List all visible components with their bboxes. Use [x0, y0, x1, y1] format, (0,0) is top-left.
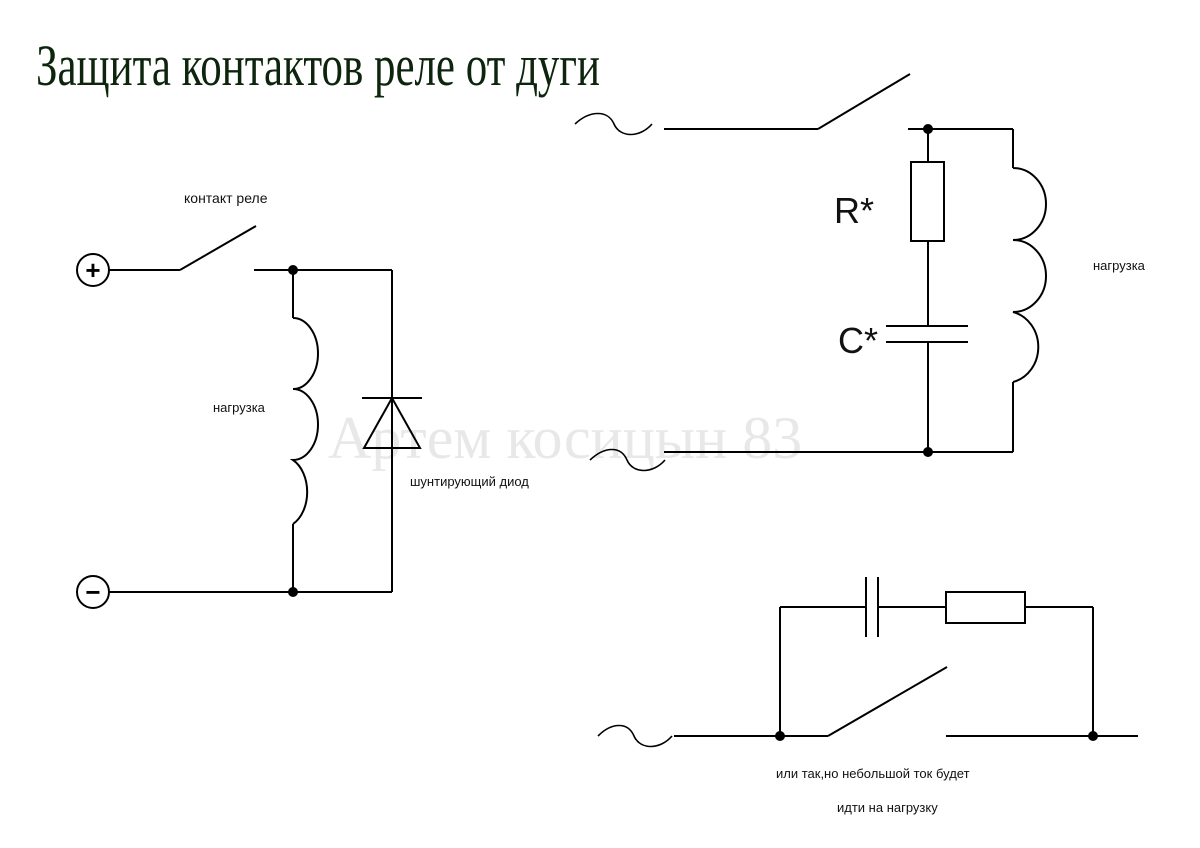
- switch-arm: [817, 73, 911, 130]
- page-title: Защита контактов реле от дуги: [36, 33, 600, 98]
- relay-contact-arm: [179, 225, 257, 271]
- note-line-2: идти на нагрузку: [837, 800, 938, 815]
- load-coil: [1012, 167, 1047, 383]
- right-circuit: [574, 73, 1047, 472]
- junction-dot: [923, 447, 933, 457]
- ac-source-symbol: [574, 112, 653, 136]
- junction-dot: [1088, 731, 1098, 741]
- left-load-label: нагрузка: [213, 400, 265, 415]
- resistor: [910, 161, 945, 242]
- right-load-label: нагрузка: [1093, 258, 1145, 273]
- minus-symbol: −: [85, 577, 100, 607]
- diode-triangle: [362, 395, 422, 449]
- ac-source-symbol: [597, 724, 673, 748]
- bottom-circuit: [597, 577, 1138, 748]
- junction-dot: [775, 731, 785, 741]
- load-coil: [289, 317, 319, 525]
- left-circuit: + −: [76, 225, 422, 609]
- junction-dot: [288, 587, 298, 597]
- resistor-label: R*: [834, 190, 875, 231]
- minus-terminal: −: [76, 575, 110, 609]
- ac-source-symbol: [589, 448, 666, 472]
- plus-terminal: +: [76, 253, 110, 287]
- junction-dot: [288, 265, 298, 275]
- diode-label: шунтирующий диод: [410, 474, 529, 489]
- junction-dot: [923, 124, 933, 134]
- relay-contact-label: контакт реле: [184, 190, 268, 206]
- watermark: Артем косицын 83: [328, 405, 803, 471]
- plus-symbol: +: [85, 255, 100, 285]
- resistor: [945, 591, 1026, 624]
- switch-arm: [827, 666, 948, 737]
- capacitor-label: C*: [838, 320, 879, 361]
- note-line-1: или так,но небольшой ток будет: [776, 766, 970, 781]
